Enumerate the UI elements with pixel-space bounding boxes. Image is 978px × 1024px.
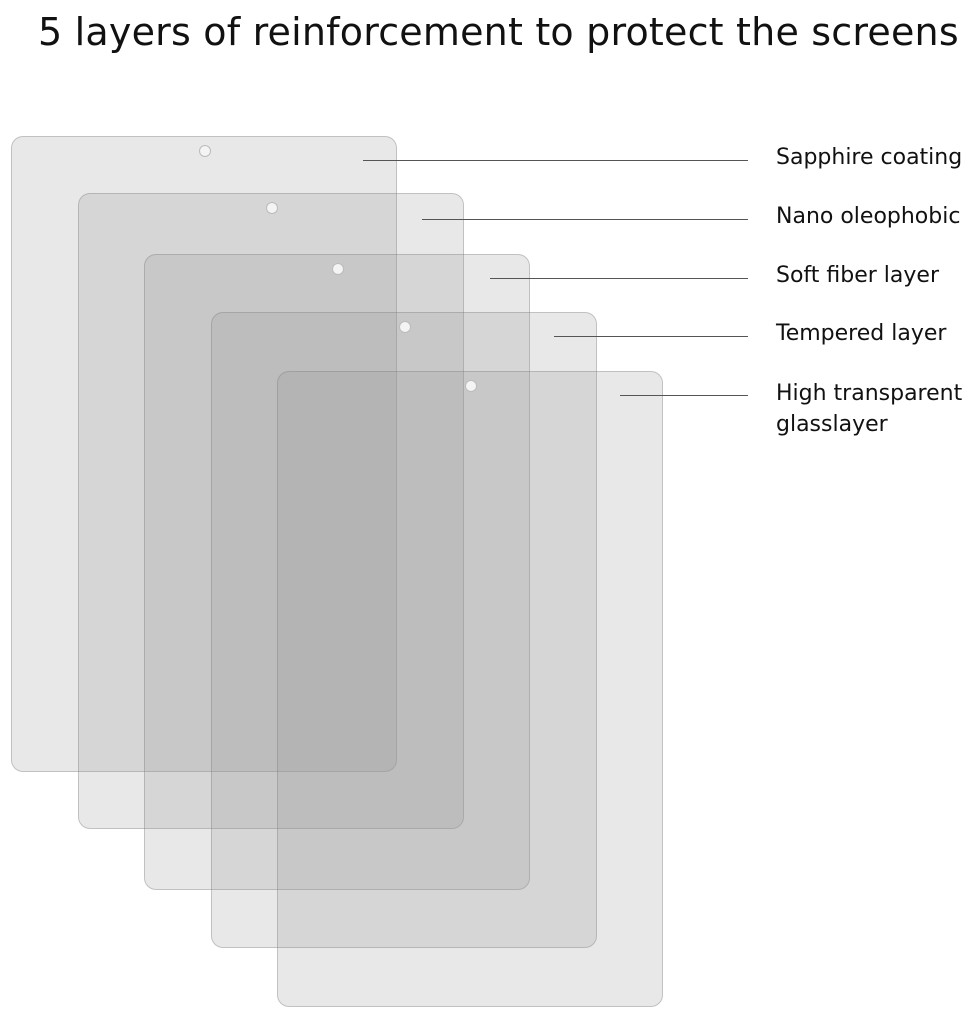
diagram-title: 5 layers of reinforcement to protect the… (38, 10, 959, 54)
camera-hole (465, 380, 477, 392)
layer-label: Tempered layer (776, 318, 946, 349)
layer-panel-sapphire-coating (11, 136, 397, 772)
layer-label: Soft fiber layer (776, 260, 939, 291)
layer-label-line: glasslayer (776, 412, 888, 437)
camera-hole (399, 321, 411, 333)
layer-label-line: Nano oleophobic (776, 204, 961, 229)
leader-line (490, 278, 748, 279)
layer-label-line: Sapphire coating (776, 145, 963, 170)
layer-panel-high-transparent-glass (277, 371, 663, 1007)
camera-hole (266, 202, 278, 214)
layer-panel-nano-oleophobic (78, 193, 464, 829)
leader-line (363, 160, 748, 161)
leader-line (620, 395, 748, 396)
layer-label: Nano oleophobic (776, 201, 960, 232)
layer-panel-soft-fiber (144, 254, 530, 890)
leader-line (422, 219, 748, 220)
layer-label: High transparent glasslayer (776, 378, 962, 440)
camera-hole (199, 145, 211, 157)
layer-panel-tempered (211, 312, 597, 948)
layer-label-line: High transparent (776, 381, 963, 406)
leader-line (554, 336, 748, 337)
camera-hole (332, 263, 344, 275)
layer-label-line: Tempered layer (776, 321, 947, 346)
layer-label: Sapphire coating (776, 142, 962, 173)
layer-label-line: Soft fiber layer (776, 263, 939, 288)
